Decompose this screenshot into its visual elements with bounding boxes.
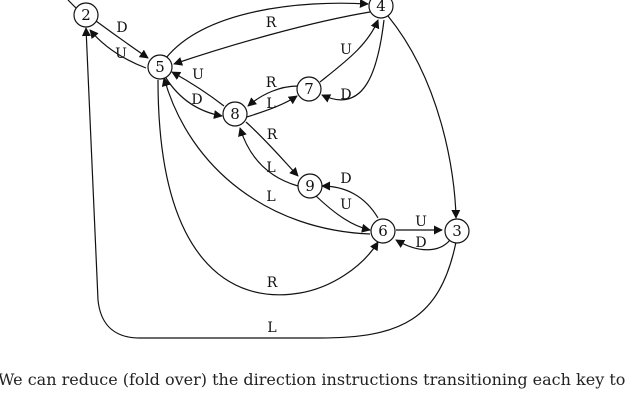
edge-4-to-7 — [321, 19, 385, 103]
edge-label-5-6: R — [267, 275, 278, 291]
edge-7-to-4 — [319, 19, 380, 83]
edge-2-to-5 — [95, 20, 149, 59]
edge-7-to-8 — [247, 85, 299, 107]
node-label-9: 9 — [305, 177, 315, 195]
edge-6-to-5 — [161, 77, 371, 235]
node-label-3: 3 — [452, 222, 462, 240]
node-7 — [296, 76, 322, 102]
edge-label-9-6: U — [340, 197, 352, 213]
edge-4-to-3 — [387, 15, 461, 219]
node-6 — [370, 218, 396, 244]
edge-8-to-9 — [245, 121, 299, 177]
edge-3-to-2 — [81, 27, 457, 339]
edge-label-7-4: U — [340, 42, 352, 58]
edge-6-to-9 — [321, 181, 379, 219]
edge-5-to-4 — [165, 0, 369, 59]
node-label-8: 8 — [230, 105, 240, 123]
node-label-4: 4 — [376, 0, 386, 15]
edge-9-to-8 — [238, 127, 299, 187]
edge-5-to-2 — [89, 29, 147, 69]
edge-label-9-8: L — [266, 160, 275, 176]
edge-8-to-5 — [171, 71, 225, 107]
node-label-7: 7 — [304, 80, 314, 98]
edge-label-5-8: D — [191, 92, 202, 108]
edge-label-5-2: U — [115, 46, 127, 62]
node-4 — [368, 0, 394, 19]
edge-2-offscreen — [67, 0, 77, 9]
caption-text: We can reduce (fold over) the direction … — [0, 370, 626, 389]
edge-3-to-6 — [395, 239, 451, 251]
edge-8-to-7 — [246, 95, 298, 118]
state-transition-diagram: D U R U D R L U D R L D U L U D R L 2 4 … — [67, 0, 470, 339]
edge-label-8-9: R — [267, 127, 278, 143]
edge-label-7-8: R — [266, 75, 277, 91]
edge-4-to-5 — [173, 11, 371, 66]
node-5 — [147, 54, 173, 80]
edge-label-3-2: L — [267, 320, 276, 336]
edge-label-4-5: R — [266, 15, 277, 31]
edge-label-8-7: L — [266, 96, 275, 112]
edge-label-6-3: U — [415, 214, 427, 230]
node-3 — [444, 218, 470, 244]
edge-label-3-6: D — [415, 235, 426, 251]
node-8 — [222, 101, 248, 127]
node-label-2: 2 — [81, 6, 91, 24]
edge-label-8-5: U — [192, 67, 204, 83]
edge-label-4-7: D — [340, 87, 351, 103]
edge-label-2-5: D — [116, 20, 127, 36]
node-label-5: 5 — [155, 58, 165, 76]
edge-label-6-5: L — [266, 189, 275, 205]
node-2 — [73, 2, 99, 28]
node-label-6: 6 — [378, 222, 388, 240]
edge-5-to-6 — [157, 79, 379, 296]
node-9 — [297, 173, 323, 199]
edge-9-to-6 — [315, 195, 371, 233]
edge-label-6-9: D — [340, 171, 351, 187]
